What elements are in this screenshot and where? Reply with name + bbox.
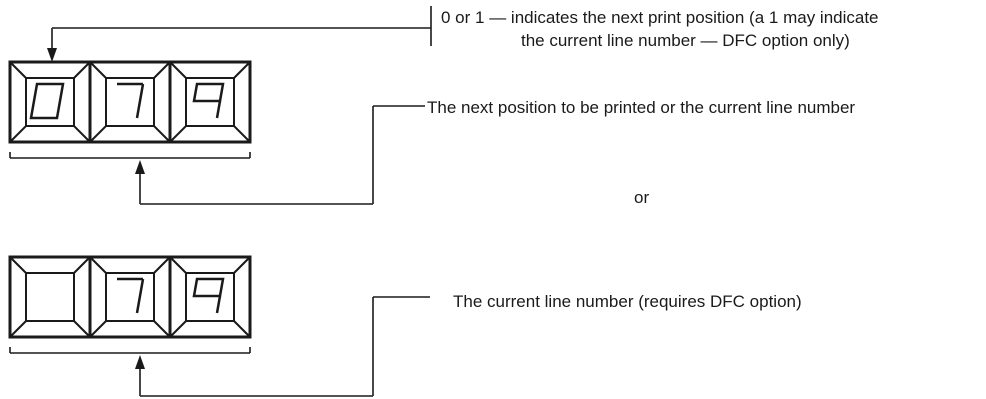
- bottom-display: [8, 255, 252, 339]
- label-first-position-line2: the current line number — DFC option onl…: [521, 31, 850, 50]
- top-display: [8, 60, 252, 144]
- leader-first-position: [47, 6, 432, 62]
- top-display-cell-1: [8, 60, 92, 144]
- label-next-position: The next position to be printed or the c…: [427, 98, 856, 117]
- leader-current-line: [9, 296, 430, 397]
- top-digit-0: [29, 82, 65, 120]
- leader-next-position: [9, 105, 425, 205]
- bottom-digit-9: [192, 277, 225, 314]
- label-or: or: [634, 188, 650, 207]
- top-digit-7: [117, 82, 145, 119]
- bottom-display-cell-2: [88, 255, 172, 339]
- top-digit-9: [192, 82, 225, 119]
- bottom-digit-7: [117, 277, 145, 314]
- bottom-display-cell-1: [8, 255, 92, 339]
- top-display-cell-2: [88, 60, 172, 144]
- label-current-line: The current line number (requires DFC op…: [453, 292, 802, 311]
- label-first-position-line1: 0 or 1 — indicates the next print positi…: [441, 8, 879, 27]
